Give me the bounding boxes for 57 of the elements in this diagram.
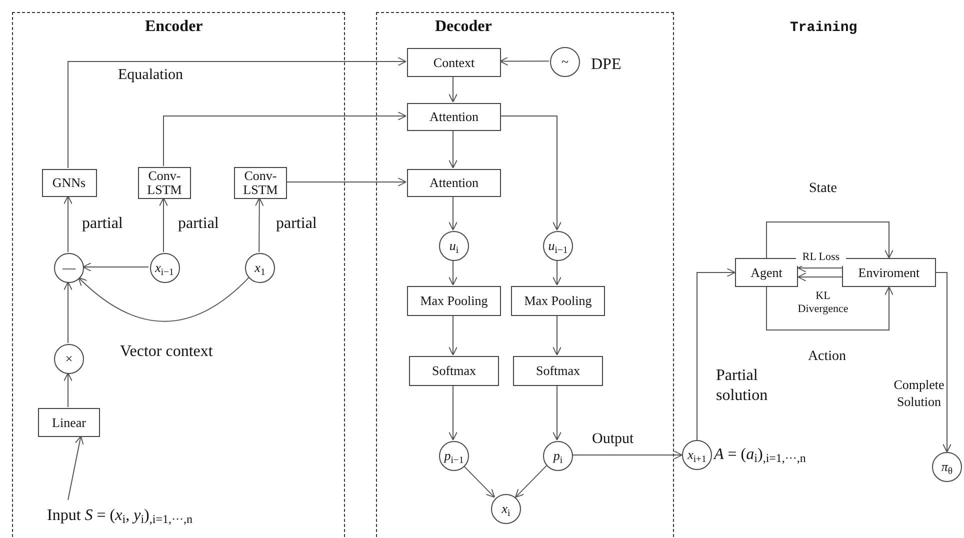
text-label: partial (178, 214, 219, 234)
process-box: Enviroment (842, 258, 936, 287)
arrow (68, 57, 406, 168)
arrow (448, 76, 458, 102)
process-box: Linear (38, 408, 100, 437)
arrow (82, 262, 149, 272)
process-box: Agent (735, 258, 798, 287)
region-heading: Encoder (145, 17, 203, 37)
arrow (159, 198, 168, 252)
text-label: partial (82, 214, 123, 234)
arrow (78, 277, 250, 322)
process-box: Max Pooling (407, 286, 501, 316)
process-box: Context (407, 48, 501, 77)
arrow (463, 465, 495, 498)
process-box: Max Pooling (511, 286, 605, 316)
region-heading: Decoder (435, 17, 492, 37)
arrow (448, 314, 458, 356)
text-label: Training (790, 19, 858, 38)
process-box: GNNs (42, 169, 96, 197)
input-formula: Input S = (x$_{i}$, y$_{i}$)$_{,i=1,···,n}$ (47, 501, 257, 531)
arrow (68, 436, 84, 500)
arrow (448, 384, 458, 440)
arrow (766, 286, 894, 330)
text-label: partial (276, 214, 317, 234)
dashed-region (376, 12, 674, 538)
arrow (500, 116, 562, 230)
process-box: Softmax (409, 356, 499, 386)
text-label: Complete Solution (892, 376, 946, 410)
text-label: Vector context (120, 342, 213, 362)
arrow (572, 450, 682, 460)
arrow (552, 384, 562, 440)
arrow (696, 268, 736, 440)
arrow (552, 260, 562, 286)
arrow (936, 272, 952, 452)
arrow (515, 465, 547, 498)
arrow (500, 56, 550, 66)
arrow (254, 198, 264, 252)
process-box: Attention (407, 103, 501, 131)
process-box: Attention (407, 169, 501, 197)
arrow (448, 260, 458, 286)
arrow (798, 264, 842, 272)
process-box: Conv- LSTM (234, 167, 287, 199)
arrow (64, 282, 72, 344)
text-label: Partial solution (716, 366, 769, 406)
arrow (448, 130, 458, 168)
node-caption: A = (a$_{i}$)$_{,i=1,···,n}$ (714, 445, 806, 467)
arrow (64, 372, 72, 408)
arrow (766, 222, 894, 258)
process-box: Conv- LSTM (138, 167, 191, 199)
arrow (64, 196, 72, 252)
arrow (552, 314, 562, 356)
arrow (798, 272, 842, 282)
process-box: Softmax (513, 356, 603, 386)
arrow (286, 178, 406, 186)
arrow (163, 112, 406, 166)
arrow (448, 196, 458, 230)
node-caption: DPE (591, 55, 622, 75)
